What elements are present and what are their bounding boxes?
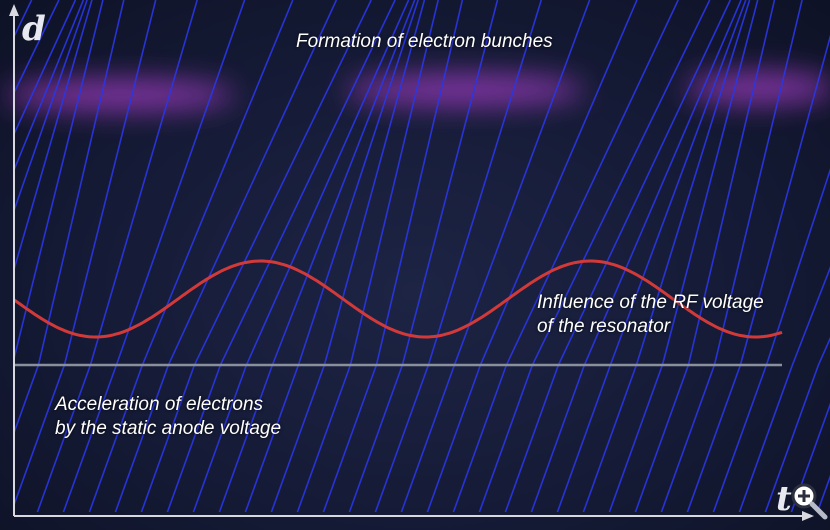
electron-trajectory-line: [764, 336, 830, 512]
rf-voltage-curve: [13, 259, 783, 339]
x-axis-arrowhead: [802, 511, 814, 521]
anode-acceleration-label-line2: by the static anode voltage: [55, 418, 282, 439]
electron-trajectory-line: [790, 402, 830, 512]
x-axis-label: t: [776, 479, 792, 519]
electron-trajectory-line: [14, 0, 60, 95]
electron-trajectory-line: [14, 0, 88, 214]
rf-influence-label-line1: Influence of the RF voltage: [537, 292, 764, 313]
electron-trajectory-line: [738, 266, 830, 512]
y-axis-label: d: [22, 9, 46, 49]
bunch-glow-2: [345, 74, 585, 106]
bunch-formation-label: Formation of electron bunches: [296, 31, 553, 52]
bunch-glow-3: [685, 72, 830, 104]
y-axis-arrowhead: [9, 4, 19, 16]
electron-trajectory-line: [14, 0, 77, 137]
axes: [9, 4, 814, 521]
rf-influence-label-line2: of the resonator: [537, 316, 671, 337]
magnifier-plus-icon[interactable]: [788, 480, 828, 520]
anode-acceleration-label-line1: Acceleration of electrons: [55, 394, 264, 415]
electron-trajectory-line: [14, 0, 93, 273]
electron-trajectory-line: [14, 0, 85, 173]
electron-trajectory-line: [14, 0, 104, 362]
electron-trajectory-line: [14, 0, 33, 39]
